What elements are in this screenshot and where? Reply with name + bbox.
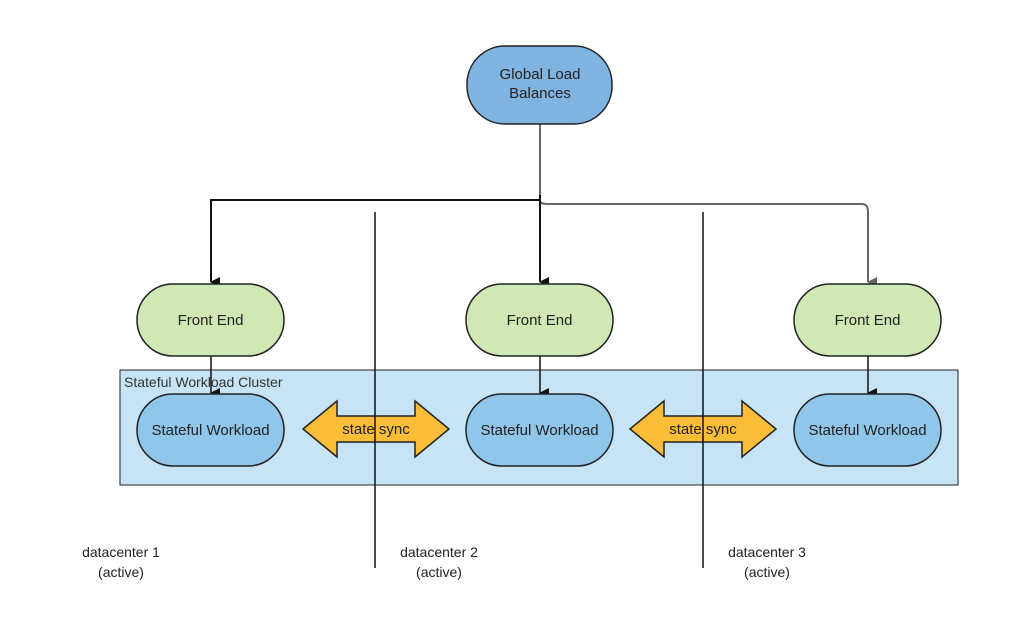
stateful-workload-label-2: Stateful Workload <box>480 422 598 439</box>
datacenter-2-status: (active) <box>416 564 462 580</box>
global-load-balancer-node <box>466 45 613 125</box>
global-load-balancer-label-line2: Balances <box>509 85 571 102</box>
global-load-balancer-label-line1: Global Load <box>500 66 581 83</box>
state-sync-arrow-1 <box>301 399 451 459</box>
cluster-label: Stateful Workload Cluster <box>124 374 283 390</box>
datacenter-1-name: datacenter 1 <box>82 544 160 560</box>
state-sync-label-1: state sync <box>342 421 410 438</box>
datacenter-3-status: (active) <box>744 564 790 580</box>
connector-lb-to-dc1 <box>210 199 540 287</box>
front-end-node-2 <box>465 283 614 357</box>
front-end-label-1: Front End <box>178 312 244 329</box>
front-end-node-3 <box>793 283 942 357</box>
datacenter-1-status: (active) <box>98 564 144 580</box>
stateful-workload-label-1: Stateful Workload <box>151 422 269 439</box>
front-end-node-1 <box>136 283 285 357</box>
stateful-workload-node-3 <box>793 393 942 467</box>
stateful-workload-node-1 <box>136 393 285 467</box>
front-end-label-2: Front End <box>507 312 573 329</box>
front-end-label-3: Front End <box>835 312 901 329</box>
stateful-workload-node-2 <box>465 393 614 467</box>
datacenter-2-name: datacenter 2 <box>400 544 478 560</box>
datacenter-3-name: datacenter 3 <box>728 544 806 560</box>
connector-lb-to-dc3 <box>539 124 877 287</box>
stateful-workload-label-3: Stateful Workload <box>808 422 926 439</box>
